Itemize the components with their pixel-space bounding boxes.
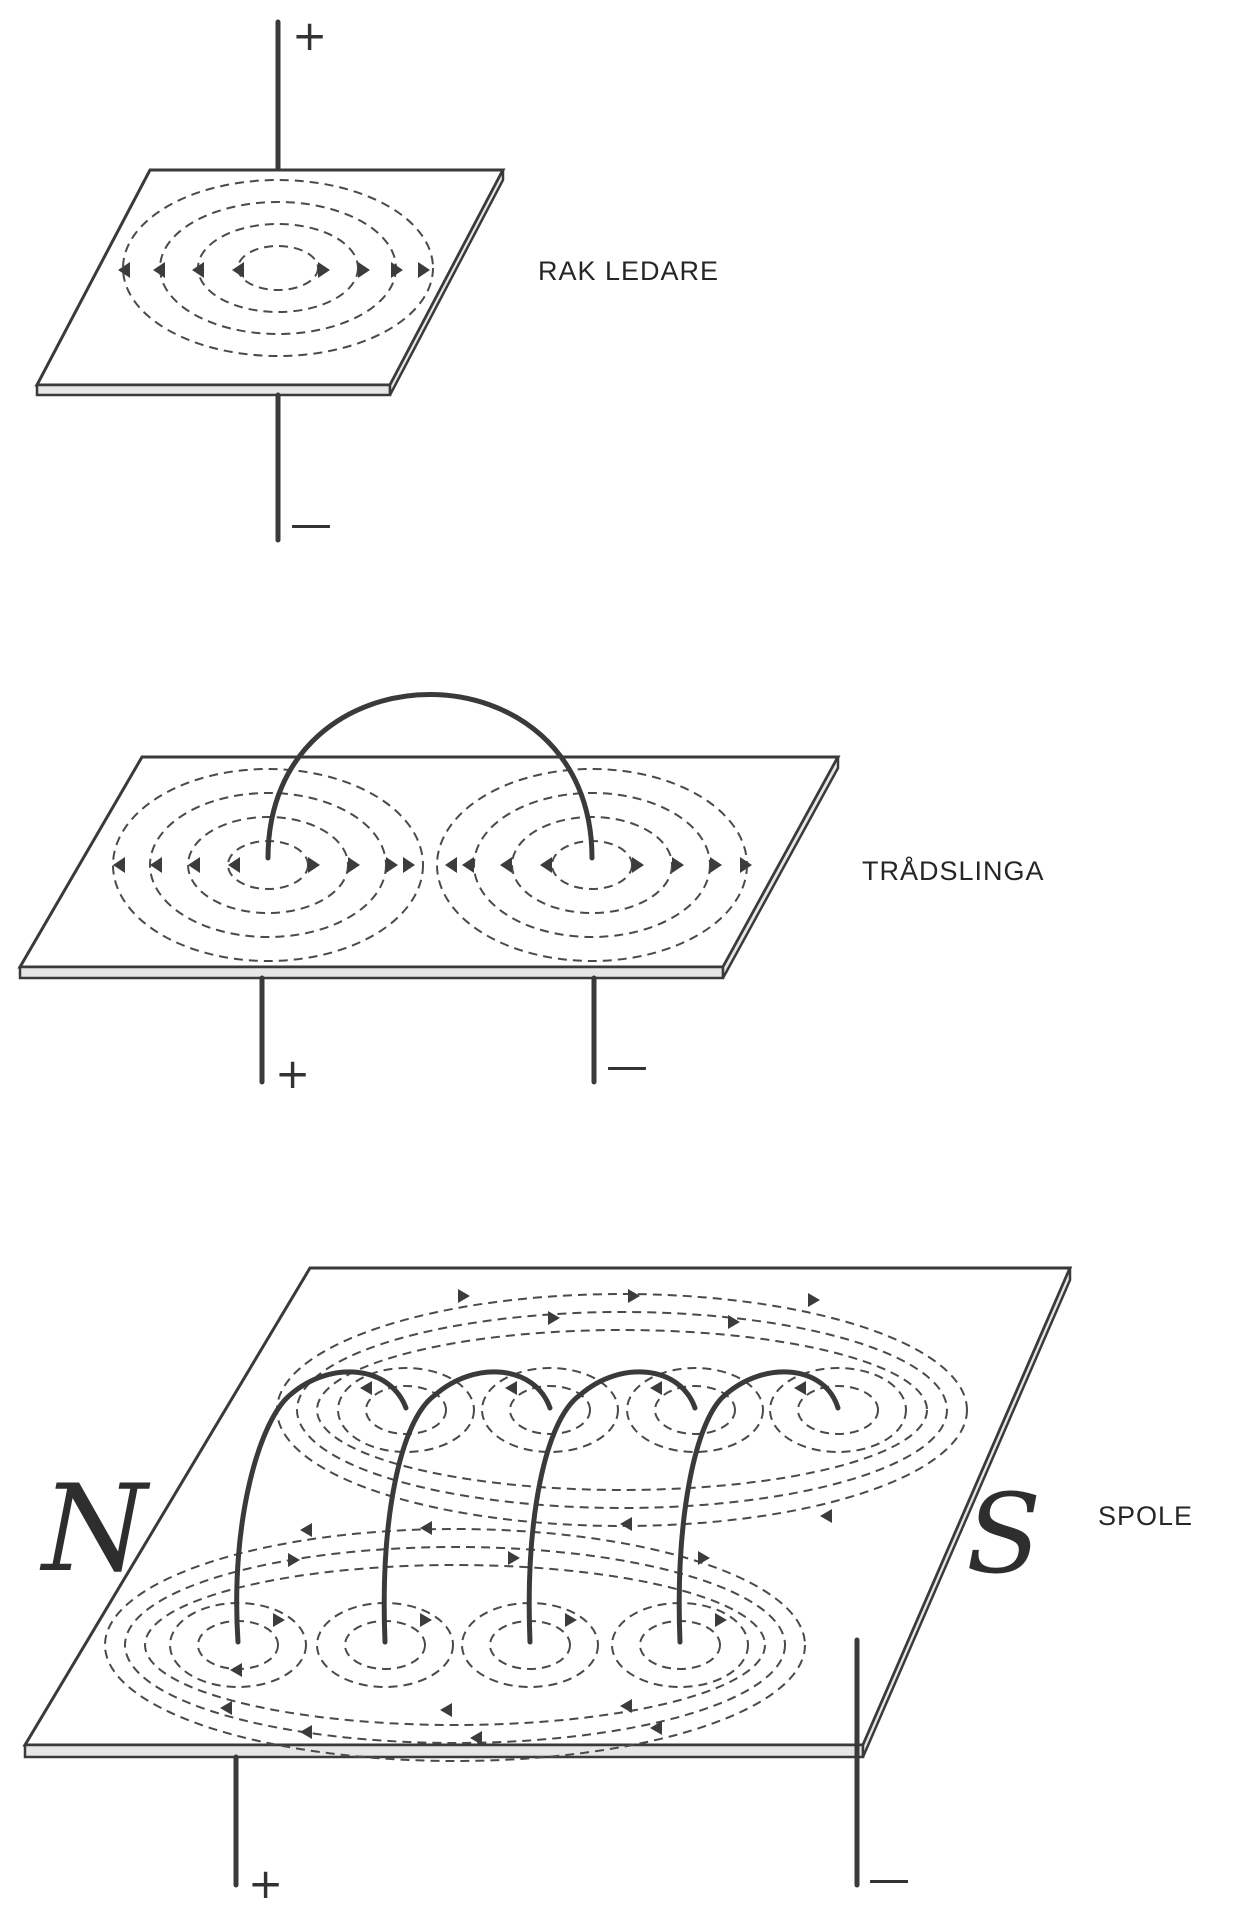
plate	[34, 168, 506, 387]
label-tradslinga: TRÅDSLINGA	[862, 855, 1045, 886]
pole-north: N	[39, 1460, 151, 1599]
terminal-minus: —	[290, 499, 332, 548]
solenoid-diagram: + — N S SPOLE	[22, 1266, 1193, 1908]
loop-wire	[265, 692, 595, 861]
plate	[22, 1266, 1073, 1747]
terminal-plus: +	[248, 1859, 283, 1908]
terminal-plus: +	[275, 1049, 310, 1098]
terminal-minus: —	[606, 1041, 648, 1090]
pole-south: S	[966, 1470, 1041, 1598]
plate-edge-side	[721, 756, 840, 979]
field-arrows	[113, 857, 752, 873]
label-rak-ledare: RAK LEDARE	[538, 256, 719, 286]
field-arrows	[118, 262, 430, 278]
plate-edge-side	[861, 1267, 1072, 1758]
straight-conductor-diagram: + — RAK LEDARE	[34, 11, 719, 548]
wire-loop-diagram: + — TRÅDSLINGA	[17, 692, 1045, 1098]
terminal-plus: +	[292, 11, 327, 60]
coil-wire	[234, 1369, 841, 1645]
label-spole: SPOLE	[1098, 1501, 1193, 1531]
field-arrows	[220, 1289, 832, 1745]
plate-edge	[18, 965, 725, 980]
terminal-minus: —	[868, 1854, 910, 1903]
plate-edge	[35, 383, 392, 397]
plate-edge-side	[388, 169, 505, 396]
plate-edge	[23, 1743, 865, 1759]
